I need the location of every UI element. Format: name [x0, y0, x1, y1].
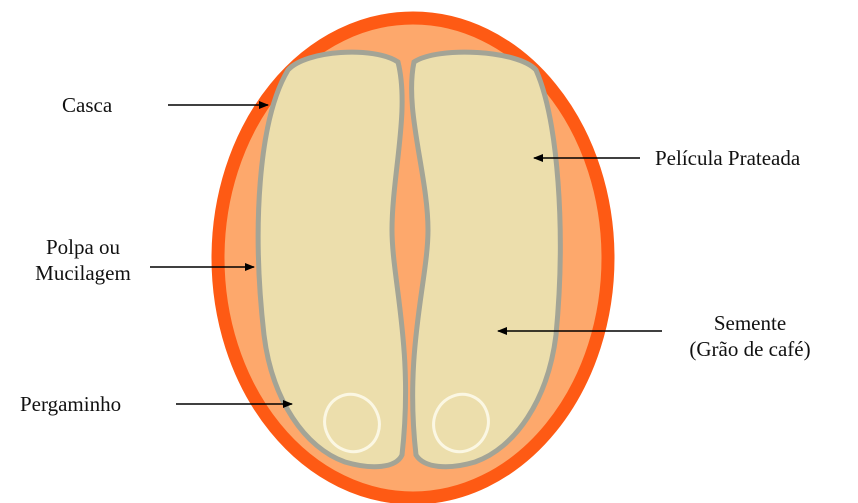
label-pelicula-prateada: Película Prateada	[655, 145, 800, 171]
label-pergaminho: Pergaminho	[20, 391, 121, 417]
label-semente-line1: Semente	[660, 310, 840, 336]
label-polpa-line2: Mucilagem	[28, 260, 138, 286]
label-polpa-mucilagem: Polpa ou Mucilagem	[28, 234, 138, 286]
label-semente-line2: (Grão de café)	[660, 336, 840, 362]
label-casca: Casca	[62, 92, 112, 118]
label-polpa-line1: Polpa ou	[28, 234, 138, 260]
semente-right-half	[412, 52, 561, 467]
label-semente: Semente (Grão de café)	[660, 310, 840, 362]
